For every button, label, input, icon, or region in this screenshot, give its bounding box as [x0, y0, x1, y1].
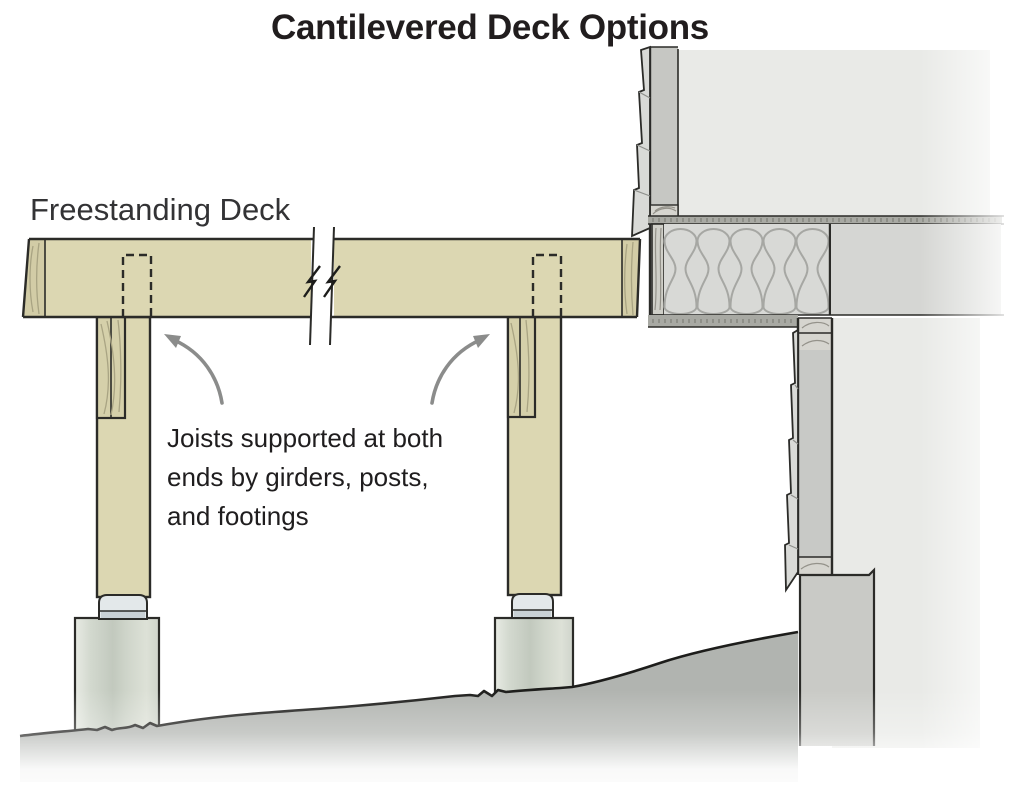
- freestanding-deck-label: Freestanding Deck: [30, 192, 291, 227]
- right-fade: [920, 40, 1024, 803]
- arrow-left-head: [164, 334, 181, 348]
- hidden-joist-dashed-right: [531, 253, 563, 317]
- joists-annotation: Joists supported at both ends by girders…: [167, 423, 444, 531]
- floor-insulation: [663, 224, 832, 315]
- post-cleat-right: [506, 315, 537, 419]
- wall-sheathing: [650, 47, 678, 207]
- siding-lower: [784, 328, 799, 593]
- arrow-left: [172, 338, 224, 405]
- rim-joist: [651, 223, 665, 316]
- arrow-right: [430, 338, 482, 405]
- arrow-right-head: [473, 334, 490, 348]
- post-base-right: [511, 593, 554, 619]
- hidden-joist-dashed-left: [121, 253, 153, 317]
- break-symbol: [303, 226, 341, 346]
- basement-wall: [796, 317, 834, 575]
- post-cleat-left: [95, 315, 127, 420]
- page-title: Cantilevered Deck Options: [271, 8, 709, 47]
- floor-bottom-band: [648, 315, 798, 328]
- freestanding-deck: [21, 226, 642, 734]
- siding-upper: [631, 45, 651, 238]
- bottom-fade: [0, 690, 1024, 803]
- annotation-arrows: [164, 334, 490, 405]
- post-base-left: [98, 594, 148, 620]
